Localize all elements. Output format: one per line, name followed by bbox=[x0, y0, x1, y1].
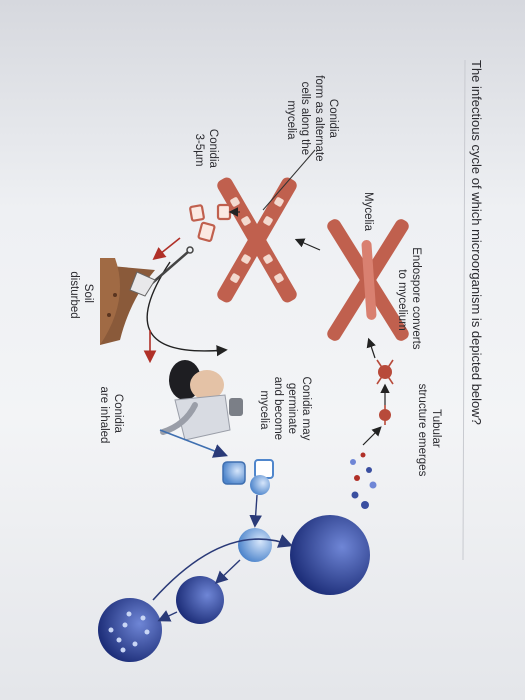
germinating-endospore-2 bbox=[376, 359, 394, 385]
shovel-icon bbox=[129, 246, 194, 297]
label-conidia-form: Conidia form as alternate cells along th… bbox=[285, 75, 339, 165]
label-inhaled: Conidia are inhaled bbox=[98, 387, 124, 444]
label-mycelia: Mycelia bbox=[362, 192, 374, 232]
mycelia-x bbox=[327, 219, 409, 341]
soil-mound bbox=[100, 258, 155, 345]
free-conidia bbox=[189, 203, 232, 242]
conidium-square-1 bbox=[222, 461, 246, 485]
maturing-spherule bbox=[176, 576, 224, 624]
released-endospores bbox=[350, 452, 377, 509]
young-spherule bbox=[238, 528, 272, 562]
label-tubular: Tubular structure emerges bbox=[416, 384, 442, 477]
label-germinate: Conidia may germinate and become mycelia bbox=[258, 376, 312, 443]
cycle-arrows bbox=[143, 207, 390, 622]
conidium-round bbox=[250, 475, 270, 495]
question-text: The infectious cycle of which microorgan… bbox=[469, 60, 484, 425]
conidia-form-pointer bbox=[262, 149, 316, 211]
endospore-spherule bbox=[98, 598, 162, 662]
conidia-chain-x bbox=[217, 177, 297, 303]
germinate-cycle-arrow bbox=[146, 261, 228, 357]
title-divider bbox=[462, 59, 466, 561]
label-endospore: Endospore converts to mycelium bbox=[396, 247, 422, 353]
germinating-endospore-1 bbox=[379, 405, 391, 425]
mature-spherule bbox=[290, 515, 370, 595]
label-conidia-size: Conidia 3-5µm bbox=[193, 129, 219, 171]
label-soil: Soil disturbed bbox=[68, 271, 94, 318]
person-inhaling bbox=[160, 360, 243, 441]
